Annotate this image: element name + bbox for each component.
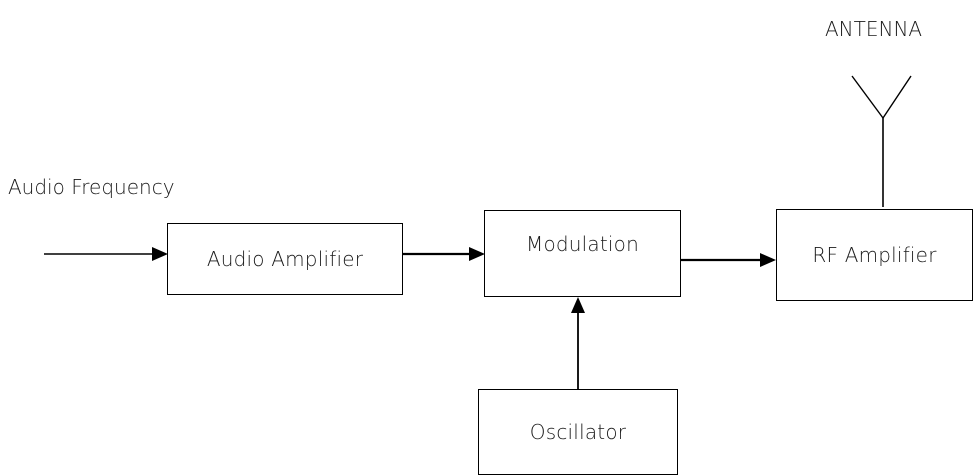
oscillator-to-modulation-arrowhead: [571, 297, 585, 313]
amp-to-modulation-arrowhead: [469, 247, 485, 261]
rf-amplifier-label: RF Amplifier: [812, 243, 937, 267]
oscillator-label: Oscillator: [529, 420, 627, 444]
oscillator-block: Oscillator: [478, 389, 678, 475]
input-arrowhead: [152, 247, 168, 261]
modulation-label: Modulation: [526, 232, 639, 256]
antenna-label: ANTENNA: [825, 17, 923, 41]
rf-amplifier-block: RF Amplifier: [776, 209, 973, 301]
antenna-left-arm: [851, 75, 884, 119]
audio-amplifier-block: Audio Amplifier: [167, 223, 403, 295]
audio-amplifier-label: Audio Amplifier: [206, 247, 364, 271]
modulation-to-rf-arrowhead: [760, 253, 776, 267]
modulation-block: Modulation: [484, 210, 681, 297]
input-label: Audio Frequency: [8, 175, 175, 199]
antenna-right-arm: [882, 75, 912, 119]
